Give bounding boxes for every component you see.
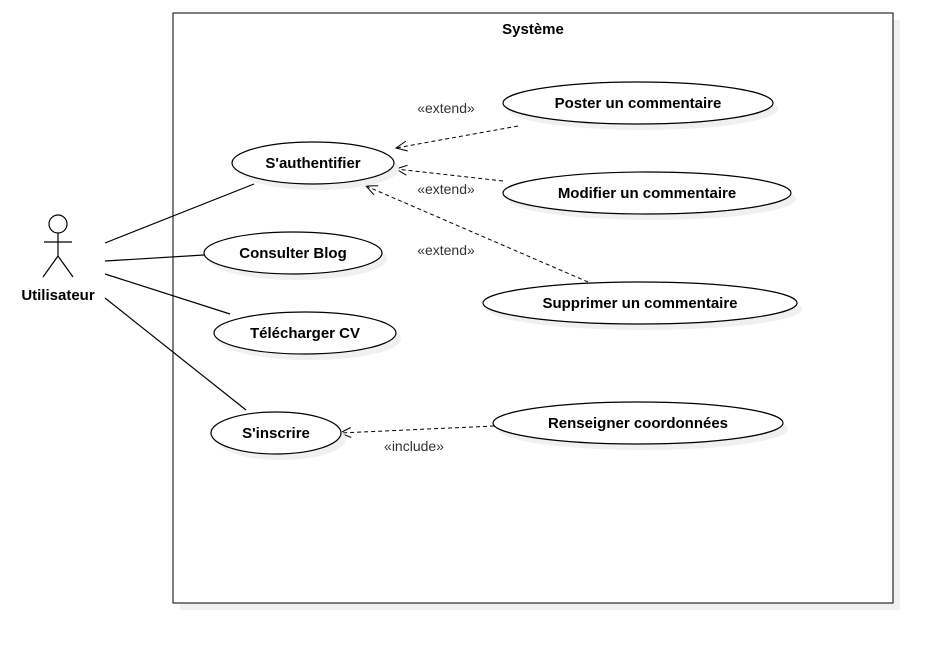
association-consulter-blog [104,254,205,262]
use-case-modifier-commentaire[interactable]: Modifier un commentaire [502,171,796,220]
stereotype-extend-supprimer: «extend» [417,242,475,258]
use-case-supprimer-commentaire[interactable]: Supprimer un commentaire [482,281,802,330]
stereotype-extend-modifier: «extend» [417,181,475,197]
include-renseigner-arrow [338,425,495,438]
use-case-label: Renseigner coordonnées [548,415,728,432]
actor-label: Utilisateur [21,287,95,304]
use-case-label: S'inscrire [242,425,310,442]
stereotype-extend-poster: «extend» [417,100,475,116]
extend-supprimer-arrow [364,185,589,283]
use-case-poster-commentaire[interactable]: Poster un commentaire [502,81,778,130]
use-case-telecharger-cv[interactable]: Télécharger CV [213,311,401,360]
association-inscrire [104,297,247,411]
system-title: Système [502,21,564,38]
associations [104,183,255,411]
use-case-consulter-blog[interactable]: Consulter Blog [203,231,387,280]
use-case-label: Poster un commentaire [555,95,722,112]
association-telecharger-cv [104,273,231,315]
use-case-label: Télécharger CV [250,325,360,342]
use-case-label: Modifier un commentaire [558,185,736,202]
actor-stick-figure-icon [42,214,74,278]
extend-modifier-arrow [394,164,504,182]
association-authentifier [104,183,255,244]
stereotype-include-inscrire: «include» [384,438,444,454]
use-case-label: Supprimer un commentaire [542,295,737,312]
actor-utilisateur[interactable]: Utilisateur [21,214,95,304]
use-case-inscrire[interactable]: S'inscrire [210,411,346,460]
use-case-label: S'authentifier [265,155,360,172]
use-case-label: Consulter Blog [239,245,347,262]
dependencies [338,125,589,438]
use-case-renseigner-coordonnees[interactable]: Renseigner coordonnées [492,401,788,450]
use-case-authentifier[interactable]: S'authentifier [231,141,399,190]
